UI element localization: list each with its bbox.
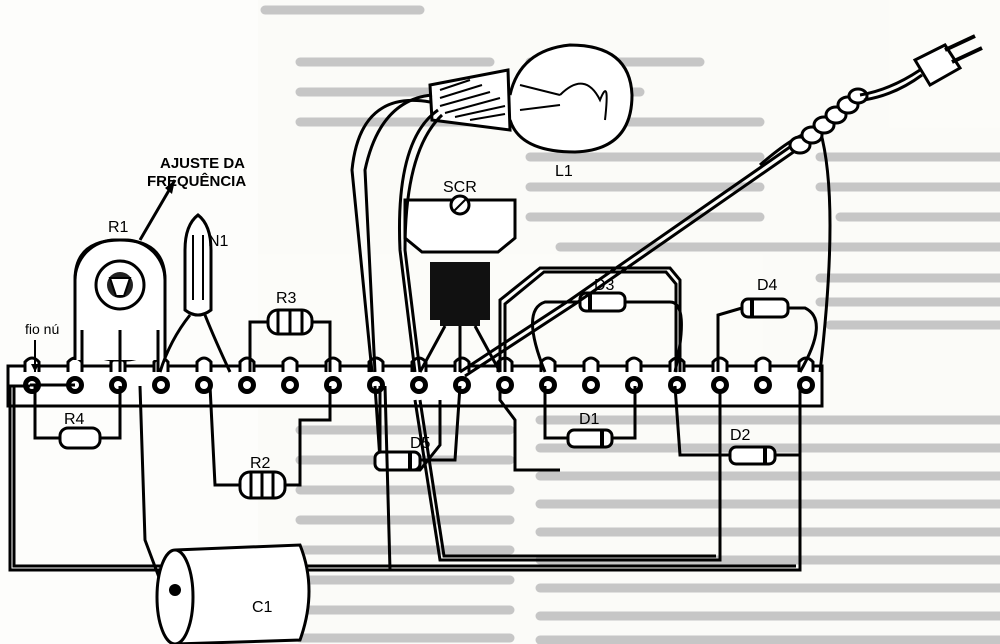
diode-d4 bbox=[716, 297, 818, 373]
capacitor-c1 bbox=[138, 385, 392, 644]
label-l1: L1 bbox=[555, 163, 573, 180]
label-d3: D3 bbox=[594, 277, 615, 294]
scr-thyristor bbox=[403, 194, 517, 373]
terminal-lug-tab bbox=[582, 356, 600, 372]
terminal-lug-tab bbox=[625, 356, 643, 372]
terminal-lug-tab bbox=[66, 356, 84, 372]
terminal-lug-tab bbox=[238, 356, 256, 372]
resistor-r2 bbox=[208, 385, 332, 500]
label-c1: C1 bbox=[252, 599, 273, 616]
terminal-hole bbox=[243, 381, 251, 389]
label-d1: D1 bbox=[579, 411, 600, 428]
adjust-label-line1: AJUSTE DA bbox=[160, 155, 245, 172]
label-d4: D4 bbox=[757, 277, 778, 294]
label-r3: R3 bbox=[276, 290, 297, 307]
terminal-hole bbox=[286, 381, 294, 389]
label-d2: D2 bbox=[730, 427, 751, 444]
terminal-lug-tab bbox=[711, 356, 729, 372]
component-labels: AJUSTE DA FREQUÊNCIA R1 N1 R3 R4 R2 SCR … bbox=[25, 155, 778, 616]
diode-d1 bbox=[543, 386, 637, 449]
terminal-hole bbox=[157, 381, 165, 389]
terminal-hole bbox=[415, 381, 423, 389]
potentiometer-r1 bbox=[73, 179, 177, 372]
label-d5: D5 bbox=[410, 435, 431, 452]
resistor-r3 bbox=[248, 308, 332, 372]
label-r2: R2 bbox=[250, 455, 271, 472]
diode-d2 bbox=[673, 385, 802, 466]
power-cord-plug bbox=[459, 34, 983, 378]
label-r4: R4 bbox=[64, 411, 85, 428]
bare-wire bbox=[30, 340, 75, 387]
light-bulb-l1 bbox=[350, 43, 634, 373]
cross-wires bbox=[498, 266, 682, 372]
terminal-hole bbox=[716, 381, 724, 389]
label-r1: R1 bbox=[108, 219, 129, 236]
terminal-hole bbox=[200, 381, 208, 389]
adjust-label-line2: FREQUÊNCIA bbox=[147, 172, 246, 190]
terminal-hole bbox=[759, 381, 767, 389]
terminal-lug-tab bbox=[324, 356, 342, 372]
neon-lamp-n1 bbox=[158, 213, 232, 373]
terminal-lug-tab bbox=[281, 356, 299, 372]
terminal-hole bbox=[501, 381, 509, 389]
terminal-lug-tab bbox=[754, 356, 772, 372]
label-scr: SCR bbox=[443, 179, 477, 196]
label-n1: N1 bbox=[208, 233, 229, 250]
terminal-hole bbox=[802, 381, 810, 389]
terminal-hole bbox=[587, 381, 595, 389]
terminal-lug-tab bbox=[195, 356, 213, 372]
resistor-r4 bbox=[33, 386, 122, 450]
label-bare-wire: fio nú bbox=[25, 321, 59, 337]
